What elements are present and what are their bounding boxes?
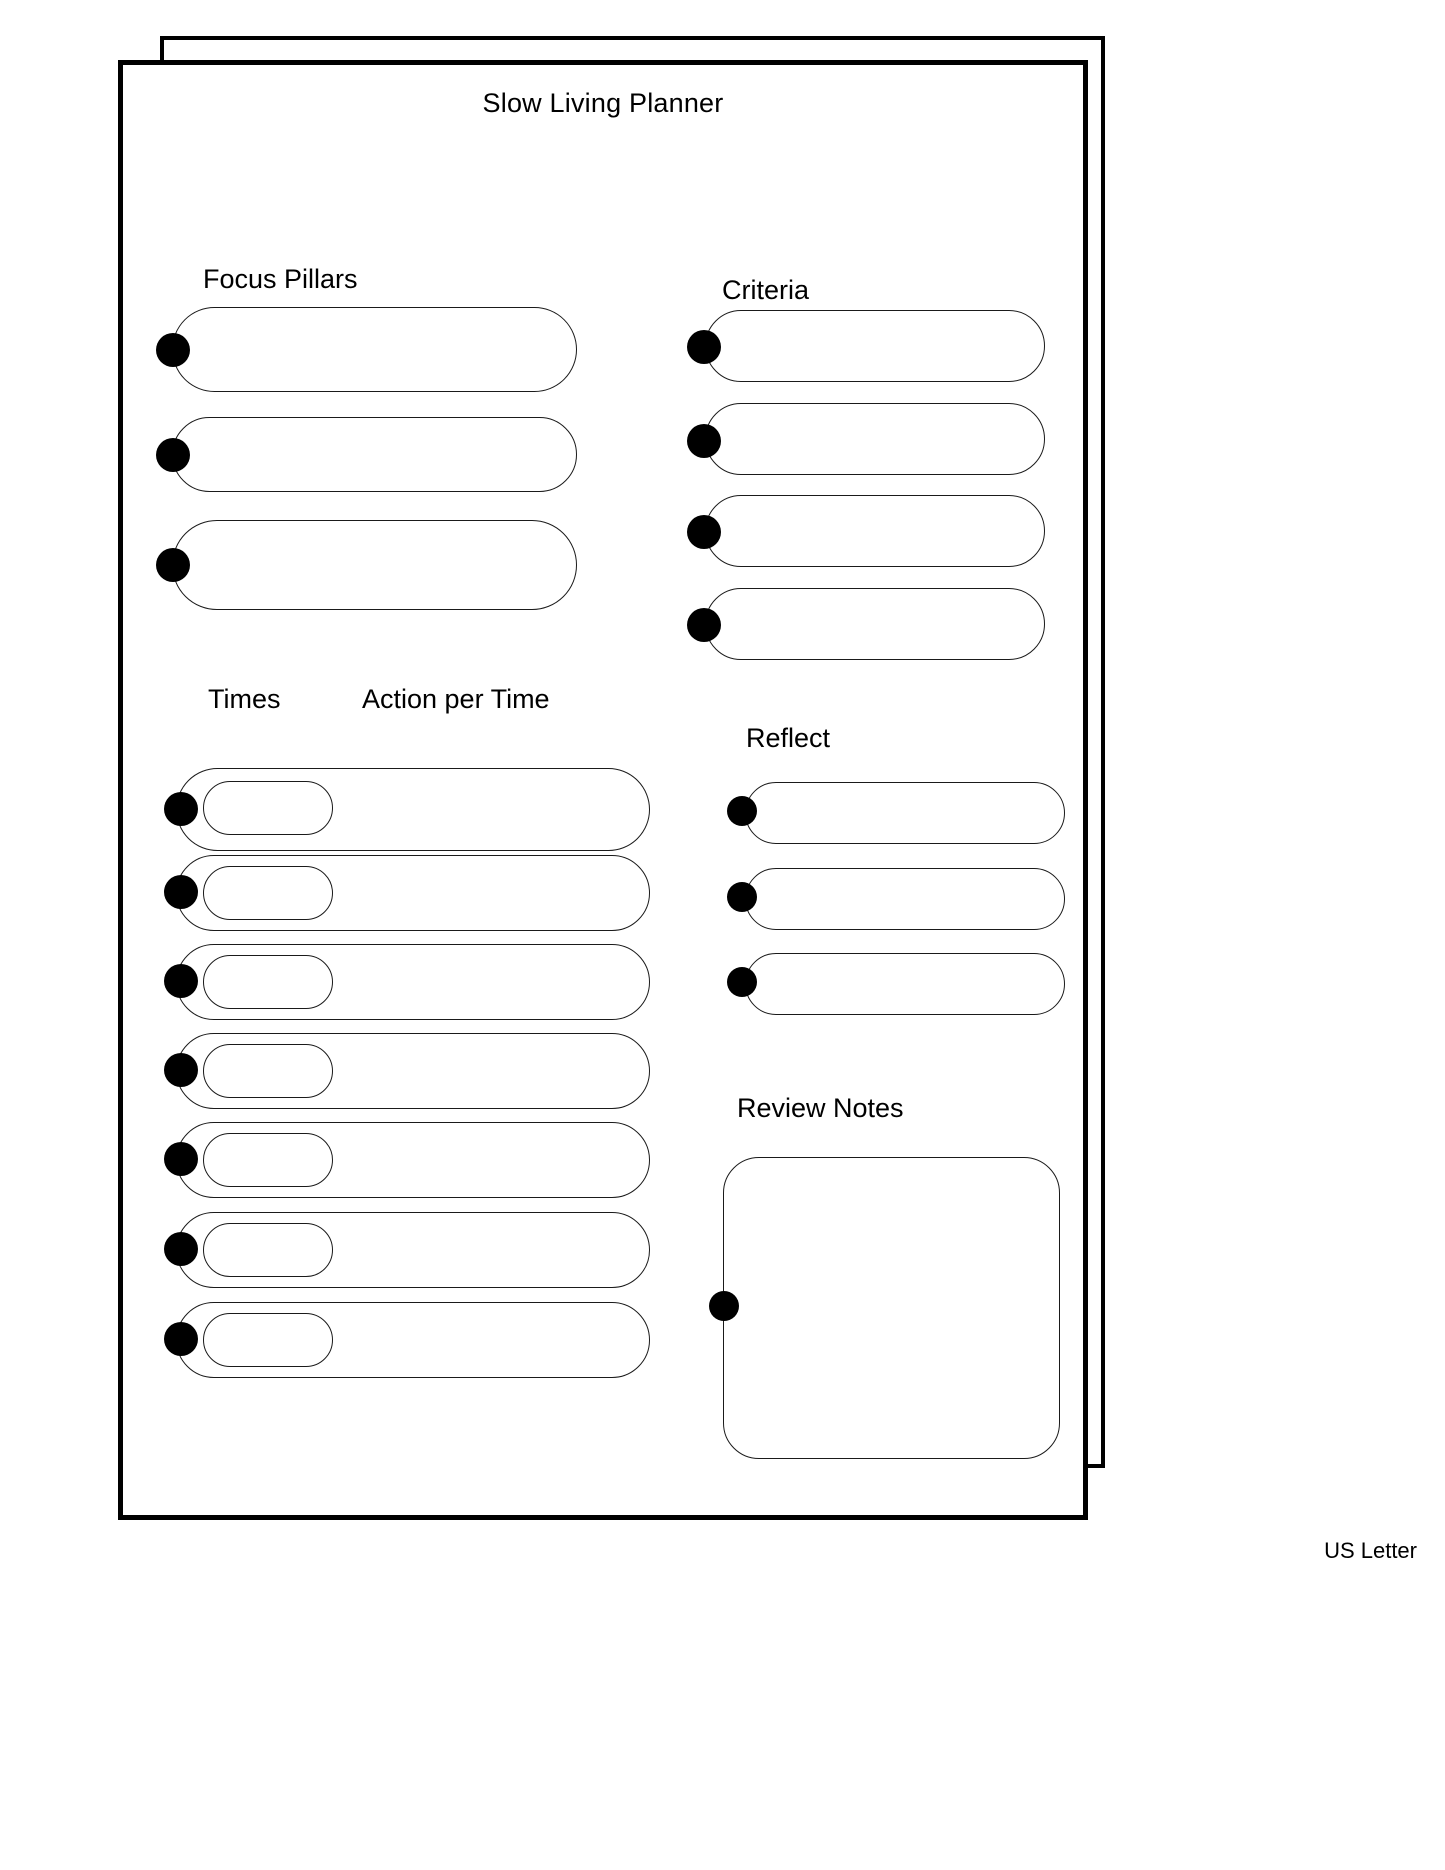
section-title-times: Times <box>208 684 281 714</box>
bullet-icon <box>727 796 757 826</box>
bullet-icon <box>156 548 190 582</box>
schedule-row-4 <box>164 1033 650 1109</box>
section-title-action-per-time: Action per Time <box>362 684 550 714</box>
paper-size-label: US Letter <box>1324 1538 1417 1563</box>
time-input-4[interactable] <box>203 1044 333 1098</box>
bullet-icon <box>164 964 198 998</box>
bullet-icon <box>687 330 721 364</box>
reflect-row-1 <box>727 782 1065 844</box>
criteria-row-2 <box>687 403 1045 475</box>
bullet-icon <box>164 1142 198 1176</box>
bullet-icon <box>687 608 721 642</box>
reflect-input-1[interactable] <box>745 782 1065 844</box>
time-input-1[interactable] <box>203 781 333 835</box>
page-title: Slow Living Planner <box>482 88 724 118</box>
schedule-row-5 <box>164 1122 650 1198</box>
focus-pillar-input-3[interactable] <box>172 520 577 610</box>
bullet-icon <box>164 792 198 826</box>
time-input-3[interactable] <box>203 955 333 1009</box>
review-notes-textarea[interactable] <box>723 1157 1060 1459</box>
bullet-icon <box>727 882 757 912</box>
section-title-review-notes: Review Notes <box>737 1093 904 1123</box>
reflect-input-3[interactable] <box>745 953 1065 1015</box>
criteria-row-3 <box>687 495 1045 567</box>
schedule-row-1 <box>164 768 650 851</box>
schedule-row-2 <box>164 855 650 931</box>
time-input-6[interactable] <box>203 1223 333 1277</box>
focus-pillar-row-3 <box>156 520 577 610</box>
time-input-7[interactable] <box>203 1313 333 1367</box>
time-input-2[interactable] <box>203 866 333 920</box>
focus-pillar-row-2 <box>156 417 577 492</box>
bullet-icon <box>687 515 721 549</box>
time-input-5[interactable] <box>203 1133 333 1187</box>
section-title-criteria: Criteria <box>722 275 810 305</box>
bullet-icon <box>709 1291 739 1321</box>
criteria-input-4[interactable] <box>705 588 1045 660</box>
reflect-row-2 <box>727 868 1065 930</box>
review-notes-row-1 <box>709 1157 1060 1459</box>
bullet-icon <box>156 333 190 367</box>
schedule-row-3 <box>164 944 650 1020</box>
bullet-icon <box>156 438 190 472</box>
criteria-row-1 <box>687 310 1045 382</box>
reflect-input-2[interactable] <box>745 868 1065 930</box>
bullet-icon <box>727 967 757 997</box>
bullet-icon <box>164 1053 198 1087</box>
bullet-icon <box>164 875 198 909</box>
bullet-icon <box>687 424 721 458</box>
schedule-row-6 <box>164 1212 650 1288</box>
criteria-input-1[interactable] <box>705 310 1045 382</box>
criteria-row-4 <box>687 588 1045 660</box>
reflect-row-3 <box>727 953 1065 1015</box>
focus-pillar-input-1[interactable] <box>172 307 577 392</box>
criteria-input-2[interactable] <box>705 403 1045 475</box>
section-title-reflect: Reflect <box>746 723 831 753</box>
section-title-focus-pillars: Focus Pillars <box>203 264 358 294</box>
bullet-icon <box>164 1322 198 1356</box>
focus-pillar-input-2[interactable] <box>172 417 577 492</box>
schedule-row-7 <box>164 1302 650 1378</box>
criteria-input-3[interactable] <box>705 495 1045 567</box>
bullet-icon <box>164 1232 198 1266</box>
focus-pillar-row-1 <box>156 307 577 392</box>
